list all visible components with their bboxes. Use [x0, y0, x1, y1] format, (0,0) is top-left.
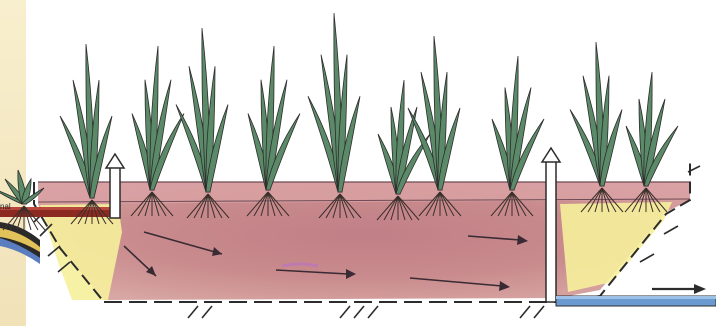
side-label: nal	[0, 202, 11, 211]
right-arrow-icon	[652, 284, 706, 294]
outlet-pipe	[556, 296, 716, 306]
left-panel	[0, 0, 26, 326]
up-arrow-icon	[106, 154, 124, 168]
outlet-gravel-zone	[560, 202, 672, 292]
up-arrow-icon	[542, 148, 560, 162]
